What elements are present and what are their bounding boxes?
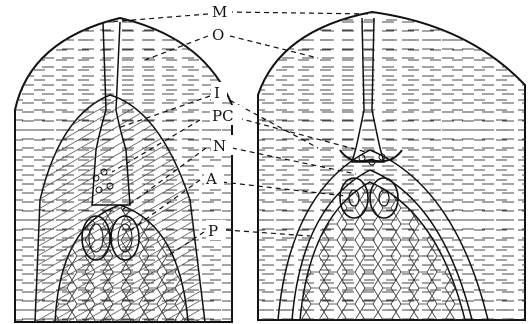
label-o: O <box>212 26 224 44</box>
label-pc: PC <box>212 107 234 125</box>
leader-m-right <box>228 12 372 14</box>
label-p: P <box>208 222 218 240</box>
label-n: N <box>213 137 226 155</box>
label-i: I <box>214 84 220 102</box>
left-ovule <box>0 0 240 324</box>
label-m: M <box>212 3 227 21</box>
label-a: A <box>205 170 217 188</box>
right-ovule <box>250 0 529 324</box>
